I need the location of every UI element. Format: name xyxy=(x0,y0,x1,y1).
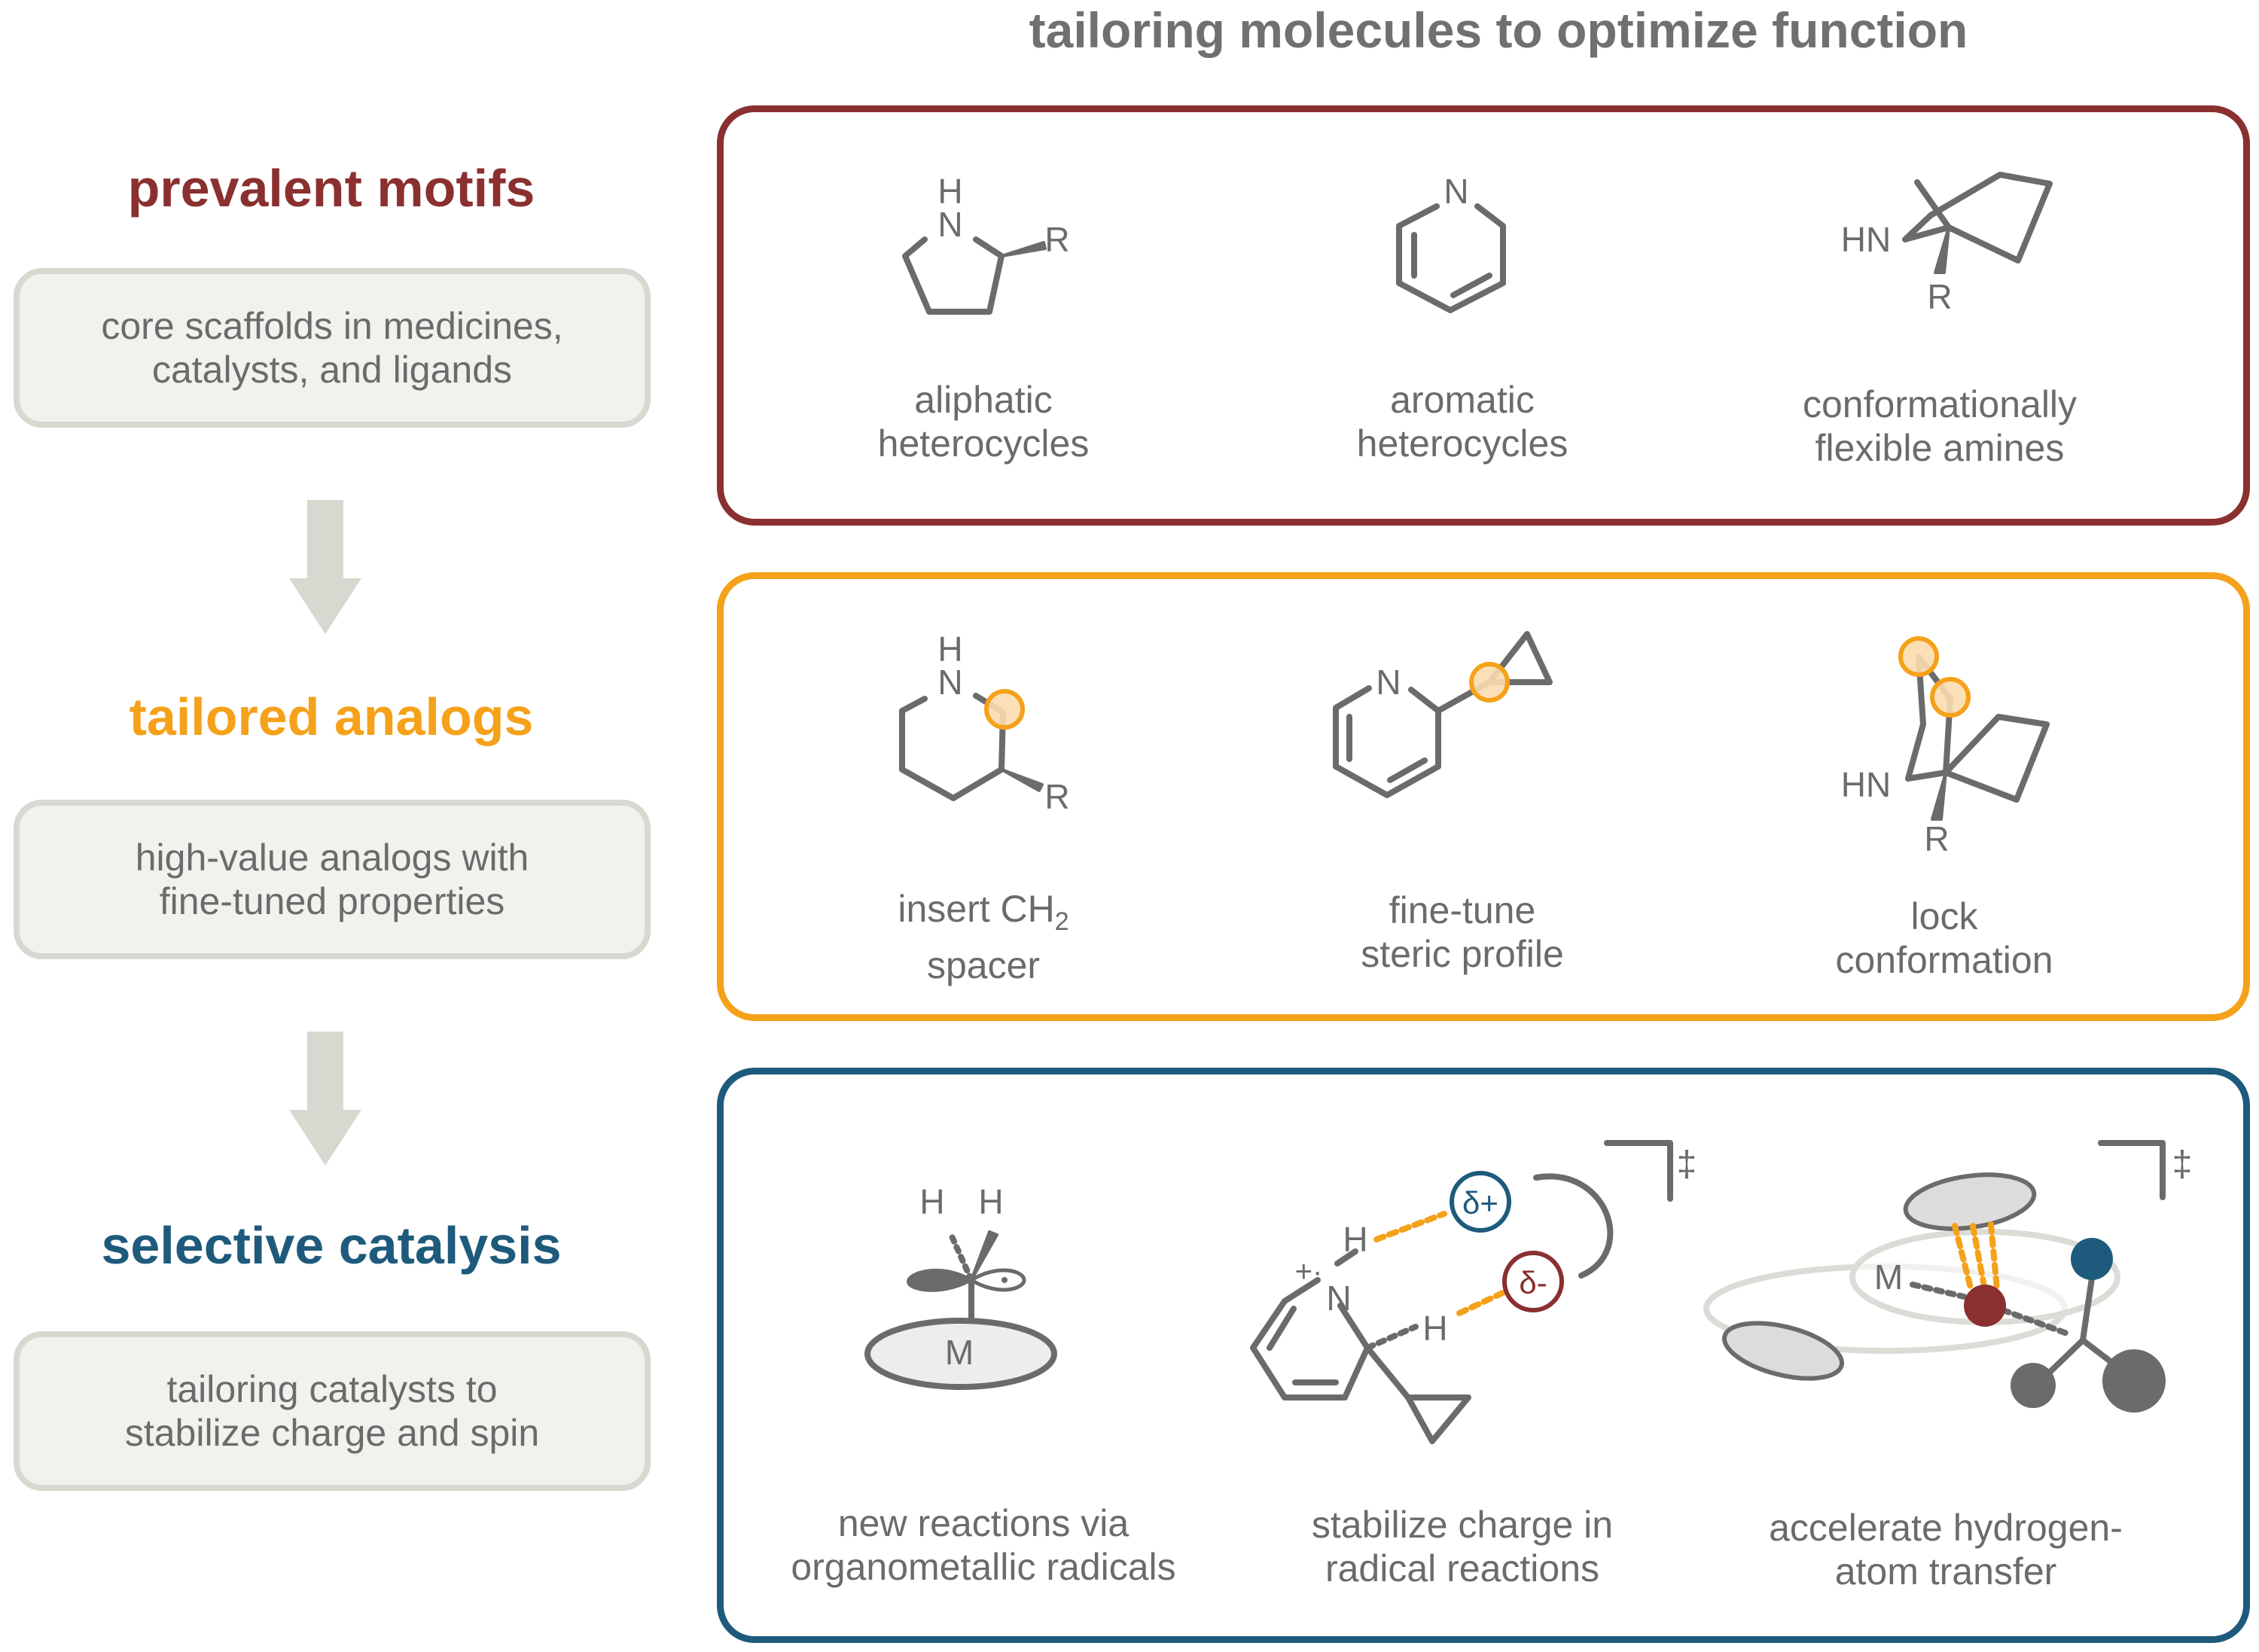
pyrrolidine-structure: H N R xyxy=(902,172,1070,315)
description-line: high-value analogs with xyxy=(135,837,529,879)
atom-label: H xyxy=(978,1182,1003,1221)
section-title-motifs: prevalent motifs xyxy=(127,159,535,218)
atom-label: R xyxy=(1044,220,1069,259)
atom-label: M xyxy=(945,1333,974,1372)
atom-label: R xyxy=(1924,819,1949,858)
caption-line: heterocycles xyxy=(877,422,1090,465)
caption-line: lock xyxy=(1910,895,1978,937)
caption-line: aromatic xyxy=(1390,379,1535,421)
atom-label: H xyxy=(1343,1220,1367,1259)
caption-aliphatic: aliphatic heterocycles xyxy=(735,378,1232,465)
atom-label: M xyxy=(1874,1257,1903,1297)
atom-label: N xyxy=(937,205,962,244)
organometallic-radical-structure: H H M xyxy=(864,1182,1057,1390)
caption-line: aliphatic xyxy=(914,379,1053,421)
caption-flexible-amines: conformationally flexible amines xyxy=(1691,383,2188,470)
atom-label: H xyxy=(1422,1309,1447,1348)
dagger-label: ‡ xyxy=(2172,1145,2193,1184)
caption-line: conformation xyxy=(1835,939,2053,981)
atom-label: +· xyxy=(1295,1255,1323,1288)
cyclopropyl-pyridine-structure: N xyxy=(1333,631,1553,798)
atom-label: H xyxy=(937,172,962,211)
atom-label: HN xyxy=(1841,765,1891,804)
section-title-analogs: tailored analogs xyxy=(129,687,534,746)
caption-line: heterocycles xyxy=(1356,422,1568,465)
caption-organometallic: new reactions via organometallic radical… xyxy=(735,1501,1232,1589)
caption-line: radical reactions xyxy=(1325,1547,1600,1590)
caption-line: new reactions via xyxy=(837,1502,1130,1544)
piperidine-structure: H N R xyxy=(899,629,1070,816)
down-arrow-icon xyxy=(289,500,361,634)
caption-line: accelerate hydrogen- xyxy=(1769,1507,2123,1549)
panel-prevalent-motifs xyxy=(717,105,2250,526)
atom-label: N xyxy=(937,663,962,702)
delta-minus-label: δ- xyxy=(1519,1265,1547,1300)
caption-subscript: 2 xyxy=(1054,907,1069,936)
caption-line: fine-tune xyxy=(1389,889,1536,931)
hat-structure: M ‡ xyxy=(1703,1140,2193,1413)
caption-aromatic: aromatic heterocycles xyxy=(1214,378,1711,465)
atom-label: HN xyxy=(1841,220,1891,259)
atom-label: R xyxy=(1927,277,1952,316)
delta-plus-label: δ+ xyxy=(1462,1185,1498,1221)
atom-label: N xyxy=(1326,1279,1351,1318)
atom-label: H xyxy=(919,1182,944,1221)
bridged-amine-structure: HN R xyxy=(1841,636,2050,858)
down-arrow-icon xyxy=(289,1032,361,1166)
pyridine-structure: N xyxy=(1396,172,1506,313)
atom-label: H xyxy=(937,629,962,669)
description-line: stabilize charge and spin xyxy=(124,1412,540,1454)
section-title-catalysis: selective catalysis xyxy=(101,1216,562,1275)
description-line: fine-tuned properties xyxy=(159,880,505,922)
description-line: tailoring catalysts to xyxy=(166,1368,498,1410)
caption-stabilize-charge: stabilize charge in radical reactions xyxy=(1214,1503,1711,1590)
caption-insert-ch2: insert CH2 spacer xyxy=(735,887,1232,987)
caption-hat: accelerate hydrogen- atom transfer xyxy=(1697,1506,2194,1593)
caption-line: flexible amines xyxy=(1815,427,2065,469)
caption-steric-profile: fine-tune steric profile xyxy=(1214,888,1711,976)
flexible-amine-structure: HN R xyxy=(1841,172,2053,316)
caption-line: conformationally xyxy=(1802,383,2078,425)
charge-stabilization-structure: H N +· H δ+ δ- ‡ xyxy=(1250,1140,1697,1444)
caption-text: insert CH xyxy=(898,888,1055,930)
atom-label: N xyxy=(1376,663,1401,702)
description-box-analogs: high-value analogs with fine-tuned prope… xyxy=(14,800,651,959)
caption-lock-conformation: lock conformation xyxy=(1696,895,2193,982)
atom-label: R xyxy=(1044,777,1069,816)
caption-line: atom transfer xyxy=(1834,1550,2057,1593)
caption-line: insert CH2 xyxy=(735,887,1232,943)
panel-tailored-analogs xyxy=(717,572,2250,1021)
panel-selective-catalysis xyxy=(717,1068,2250,1643)
description-line: catalysts, and ligands xyxy=(151,349,513,391)
caption-line: organometallic radicals xyxy=(791,1546,1176,1588)
dagger-label: ‡ xyxy=(1677,1145,1697,1184)
caption-line: steric profile xyxy=(1361,933,1564,975)
main-title: tailoring molecules to optimize function xyxy=(1029,2,1968,58)
caption-line: stabilize charge in xyxy=(1311,1504,1614,1546)
description-line: core scaffolds in medicines, xyxy=(101,305,563,347)
caption-line: spacer xyxy=(926,944,1041,986)
description-box-catalysis: tailoring catalysts to stabilize charge … xyxy=(14,1331,651,1491)
atom-label: N xyxy=(1444,172,1468,211)
description-box-motifs: core scaffolds in medicines, catalysts, … xyxy=(14,268,651,428)
